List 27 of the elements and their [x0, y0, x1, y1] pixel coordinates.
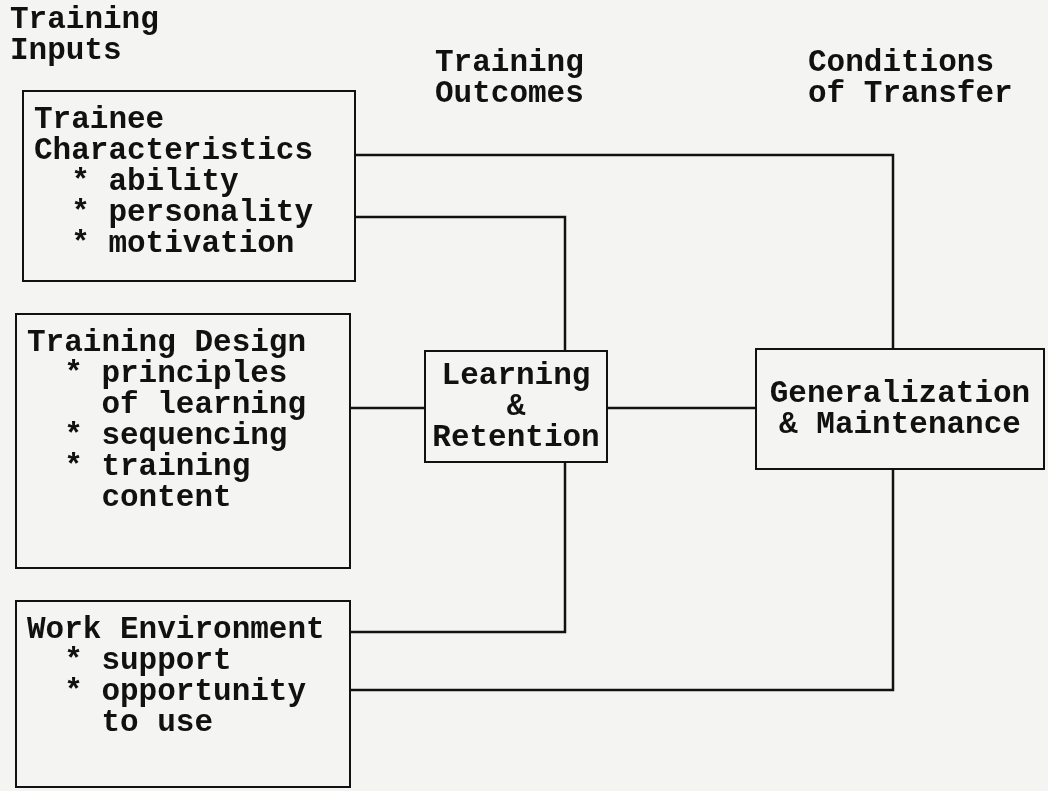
bullet-item: * ability — [71, 166, 239, 197]
bullet-item: * support — [64, 645, 232, 676]
box-title: Learning & Retention — [432, 360, 600, 453]
text-box — [755, 348, 1045, 470]
connector-line — [351, 470, 895, 692]
column-heading: Conditions of Transfer — [808, 47, 1014, 109]
box-title: Generalization & Maintenance — [768, 378, 1032, 440]
box-title: Trainee Characteristics — [34, 104, 315, 166]
connector-line — [356, 215, 567, 350]
connector-line — [351, 463, 567, 634]
connector-line — [356, 153, 895, 348]
bullet-item: * sequencing — [64, 420, 288, 451]
column-heading: Training Inputs — [10, 4, 160, 66]
bullet-item: * principles of learning — [64, 358, 308, 420]
connector-line — [608, 406, 755, 410]
text-box — [22, 90, 356, 282]
text-box — [15, 313, 351, 569]
text-box — [424, 350, 608, 463]
bullet-item: * motivation — [71, 228, 295, 259]
bullet-item: * personality — [71, 197, 315, 228]
bullet-item: * opportunity to use — [64, 676, 308, 738]
connector-line — [351, 406, 424, 410]
text-box — [15, 600, 351, 788]
column-heading: Training Outcomes — [435, 47, 585, 109]
bullet-item: * training content — [64, 451, 251, 513]
box-title: Training Design — [27, 327, 308, 358]
box-title: Work Environment — [27, 614, 326, 645]
